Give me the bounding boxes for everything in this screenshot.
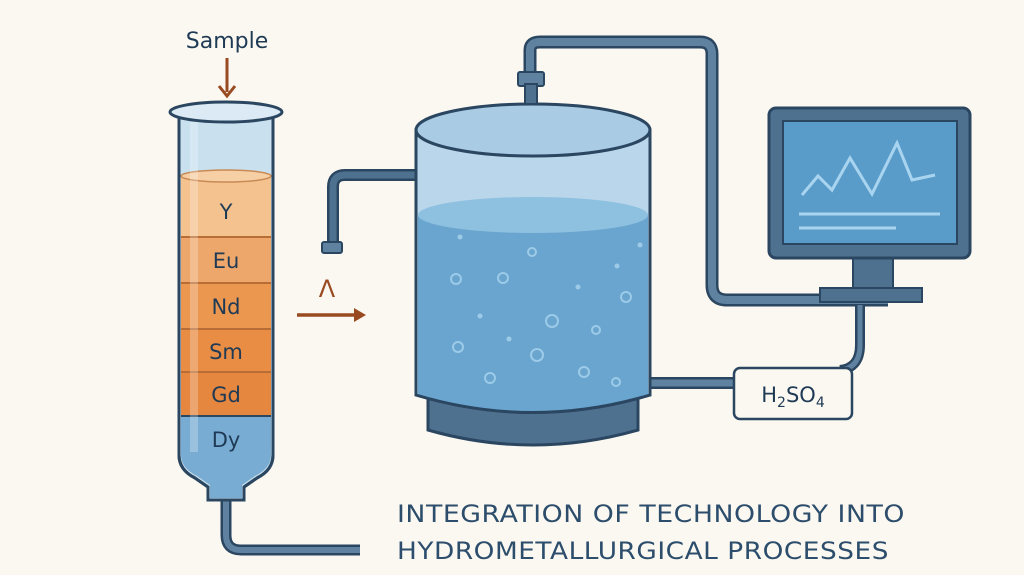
layer-label-dy: Dy xyxy=(212,428,241,452)
layer-label-sm: Sm xyxy=(209,340,243,364)
monitor-graph-line xyxy=(800,139,936,198)
reagent-label: H2SO4 xyxy=(761,383,825,411)
flow-arrow xyxy=(297,308,366,322)
separation-column xyxy=(168,100,284,502)
layer-label-y: Y xyxy=(219,200,233,224)
monitor xyxy=(767,106,972,303)
title-line-2: HYDROMETALLURGICAL PROCESSES xyxy=(397,537,889,565)
column-outlet-pipe xyxy=(220,495,360,556)
sample-arrow xyxy=(217,58,237,99)
layer-label-eu: Eu xyxy=(213,249,240,273)
leaching-tank xyxy=(414,71,652,447)
sample-label: Sample xyxy=(186,29,269,54)
title-line-1: INTEGRATION OF TECHNOLOGY INTO xyxy=(397,500,905,528)
layer-label-gd: Gd xyxy=(211,383,241,407)
reagent-box: H2SO4 xyxy=(732,366,854,421)
inlet-faucet xyxy=(321,169,420,254)
layer-label-nd: Nd xyxy=(211,295,240,319)
lambda-symbol: Λ xyxy=(319,275,336,303)
